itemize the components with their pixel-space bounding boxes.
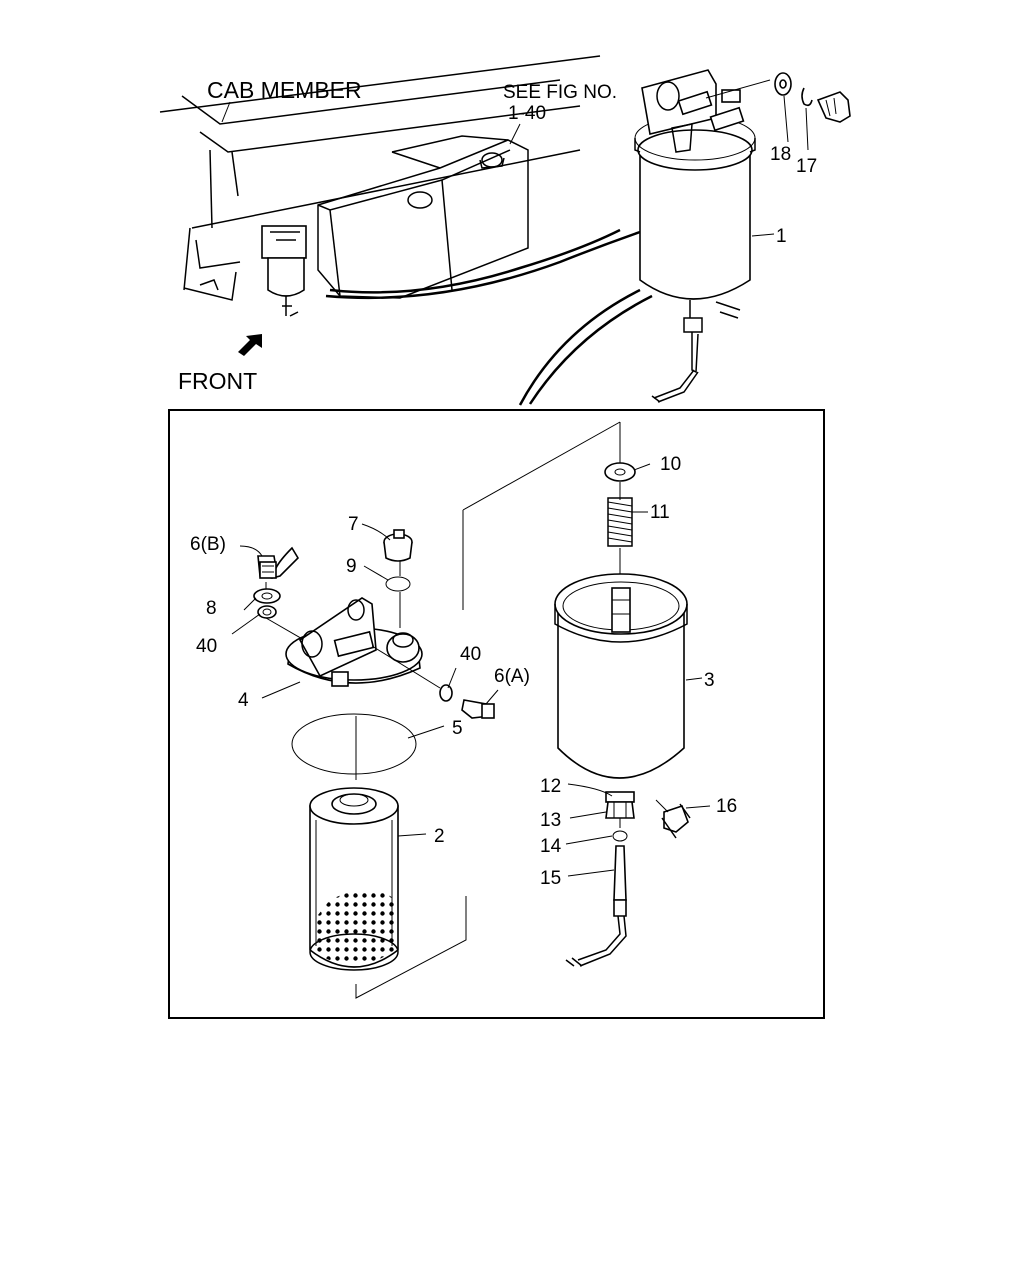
callout-2: 2 — [434, 826, 445, 847]
callout-4: 4 — [238, 690, 249, 711]
washer-part-40-left — [257, 605, 277, 619]
detail-frame — [168, 409, 825, 1019]
elbow-fitting-part-6b — [257, 546, 300, 579]
callout-14: 14 — [540, 836, 562, 857]
callout-40-left: 40 — [196, 636, 217, 657]
assembled-fuel-filter — [634, 69, 851, 403]
washer-part-10 — [604, 462, 636, 482]
callout-17: 17 — [796, 156, 817, 177]
drain-valve-part-16 — [655, 799, 691, 839]
callout-13: 13 — [540, 810, 561, 831]
callout-5: 5 — [452, 718, 463, 739]
sensor-probe-part-15 — [565, 845, 627, 967]
front-arrow-icon — [238, 334, 262, 356]
bolt-icon — [816, 91, 851, 123]
fuel-line-2 — [325, 230, 641, 300]
callout-7: 7 — [348, 514, 359, 535]
callout-15: 15 — [540, 868, 561, 889]
callout-11: 11 — [650, 502, 670, 523]
filter-element-part-2 — [309, 787, 399, 971]
o-ring-part-14 — [612, 830, 628, 842]
drain-nut-part-13 — [605, 801, 635, 819]
callout-3: 3 — [704, 670, 715, 691]
callout-10: 10 — [660, 454, 681, 475]
fuel-line-4 — [528, 294, 653, 405]
mounted-filter-small — [261, 225, 307, 317]
callout-16: 16 — [716, 796, 737, 817]
callout-1: 1 — [776, 226, 787, 247]
callout-8: 8 — [206, 598, 217, 619]
washer-part-40-right — [439, 684, 453, 702]
drain-fitting-part-12 — [605, 791, 635, 803]
cab-member-label: CAB MEMBER — [207, 77, 362, 103]
callout-12: 12 — [540, 776, 561, 797]
o-ring-part-9 — [385, 576, 411, 592]
spring-part-11 — [607, 497, 633, 547]
gasket-part-5 — [291, 713, 417, 775]
callout-9: 9 — [346, 556, 357, 577]
fuel-line-3 — [518, 288, 641, 406]
bleeder-plug-part-7 — [383, 529, 413, 562]
front-label: FRONT — [178, 368, 257, 394]
see-fig-number: 1-40 — [508, 103, 546, 124]
see-fig-label: SEE FIG NO. — [503, 82, 617, 103]
filter-bowl-part-3 — [554, 573, 703, 779]
leader-lines — [231, 463, 711, 877]
overview-illustration — [159, 55, 653, 406]
washer-part-8 — [253, 588, 281, 604]
lock-washer-17-icon — [801, 87, 813, 107]
callout-40-right: 40 — [460, 644, 481, 665]
callout-6b: 6(B) — [190, 534, 226, 555]
fuel-line-1 — [329, 228, 621, 294]
assembly-guides — [265, 421, 621, 999]
fuel-tank — [317, 135, 529, 299]
fitting-part-6a — [461, 699, 495, 719]
callout-6a: 6(A) — [494, 666, 530, 687]
cab-member-beam — [159, 55, 601, 301]
filter-head-part-4 — [285, 597, 441, 689]
callout-18: 18 — [770, 144, 791, 165]
